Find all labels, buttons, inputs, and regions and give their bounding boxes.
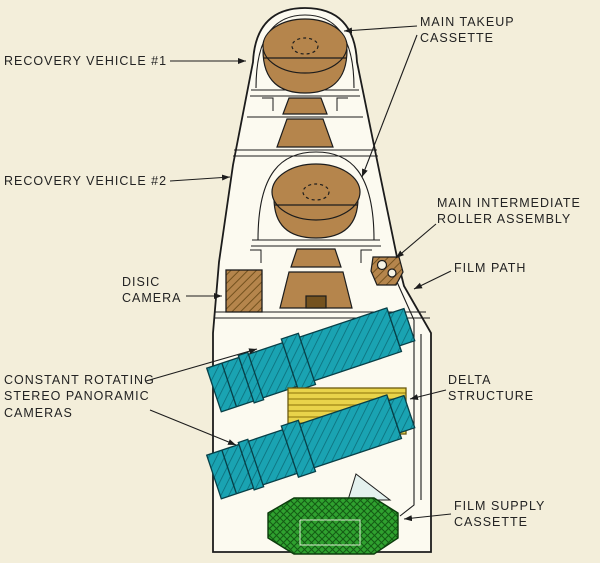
leader-stereo-lower xyxy=(149,409,237,446)
label-stereo-panoramic-cameras: CONSTANT ROTATING STEREO PANORAMIC CAMER… xyxy=(4,373,155,420)
recovery-vehicle-1-cone xyxy=(276,97,334,148)
leader-film-path xyxy=(413,270,452,290)
label-main-intermediate-roller: MAIN INTERMEDIATE ROLLER ASSEMBLY xyxy=(437,196,581,227)
label-film-supply-cassette: FILM SUPPLY CASSETTE xyxy=(454,499,546,530)
recovery-vehicle-1-film-reel xyxy=(262,18,348,94)
label-recovery-vehicle-2: RECOVERY VEHICLE #2 xyxy=(4,174,168,188)
panoramic-camera-2 xyxy=(205,394,416,500)
leader-stereo-upper xyxy=(145,348,258,382)
rv1-inner-dome xyxy=(255,14,355,89)
leader-takeup-upper xyxy=(343,25,418,34)
leader-delta-structure xyxy=(409,389,447,400)
hull-step-right-2 xyxy=(360,249,372,263)
recovery-vehicle-2-cone xyxy=(279,248,353,309)
leader-takeup-lower xyxy=(361,34,418,178)
leader-roller-assembly xyxy=(395,223,437,259)
rv2-inner-dome xyxy=(257,151,375,241)
panoramic-camera-1 xyxy=(205,307,416,413)
recovery-vehicle-2-film-reel xyxy=(271,163,361,239)
film-path-line xyxy=(396,281,415,517)
label-main-takeup-cassette: MAIN TAKEUP CASSETTE xyxy=(420,15,515,46)
label-film-path: FILM PATH xyxy=(454,261,527,275)
film-supply-cassette-box xyxy=(267,497,399,555)
leader-recovery-vehicle-2 xyxy=(169,174,231,182)
label-disic-camera: DISIC CAMERA xyxy=(122,275,182,306)
label-recovery-vehicle-1: RECOVERY VEHICLE #1 xyxy=(4,54,168,68)
hull-step-left-1 xyxy=(262,97,274,111)
leader-film-supply xyxy=(403,513,452,522)
label-delta-structure: DELTA STRUCTURE xyxy=(448,373,535,404)
intermediate-roller-assembly xyxy=(370,256,404,286)
disic-camera-box xyxy=(225,269,263,313)
leader-lines xyxy=(145,25,452,522)
hull-step-left-2 xyxy=(250,249,262,263)
hull-step-right-1 xyxy=(336,97,348,111)
